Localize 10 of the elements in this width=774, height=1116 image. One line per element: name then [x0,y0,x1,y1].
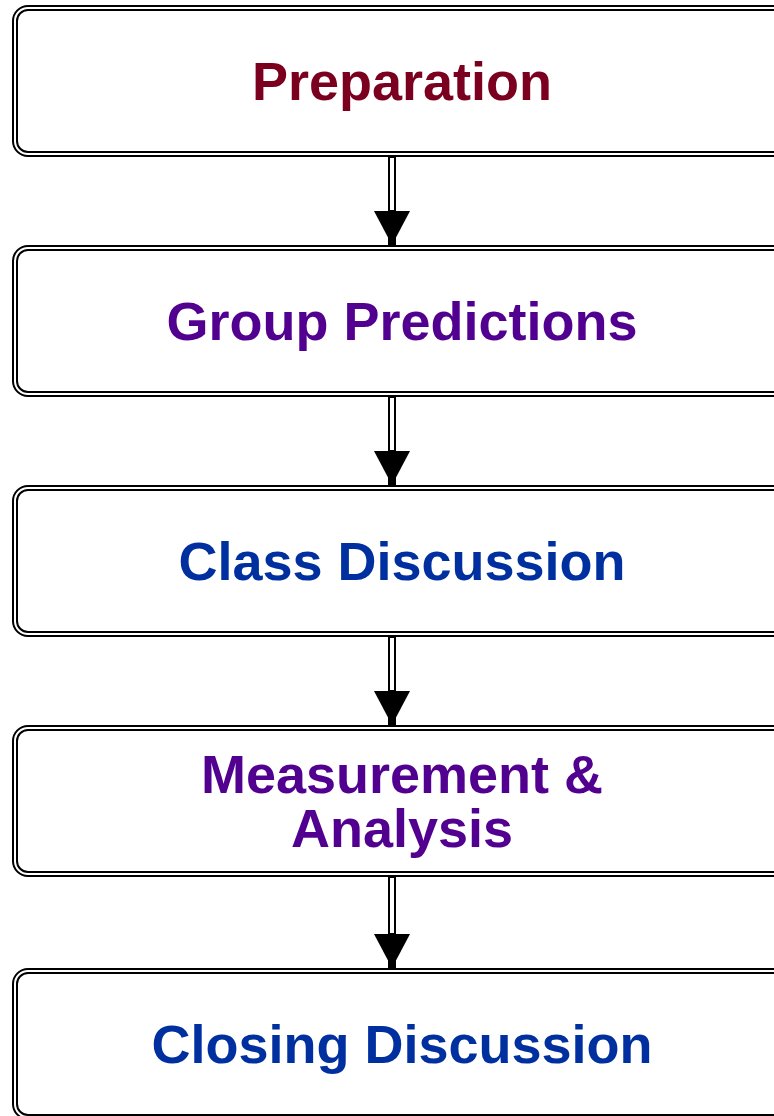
process-box [12,245,774,397]
arrow [374,397,410,485]
process-box [12,5,774,157]
process-box [12,725,774,877]
step-label: Class Discussion [177,534,627,588]
process-box [12,968,774,1116]
arrow [374,637,410,725]
arrow [374,877,410,968]
arrow [374,157,410,245]
process-box [12,485,774,637]
